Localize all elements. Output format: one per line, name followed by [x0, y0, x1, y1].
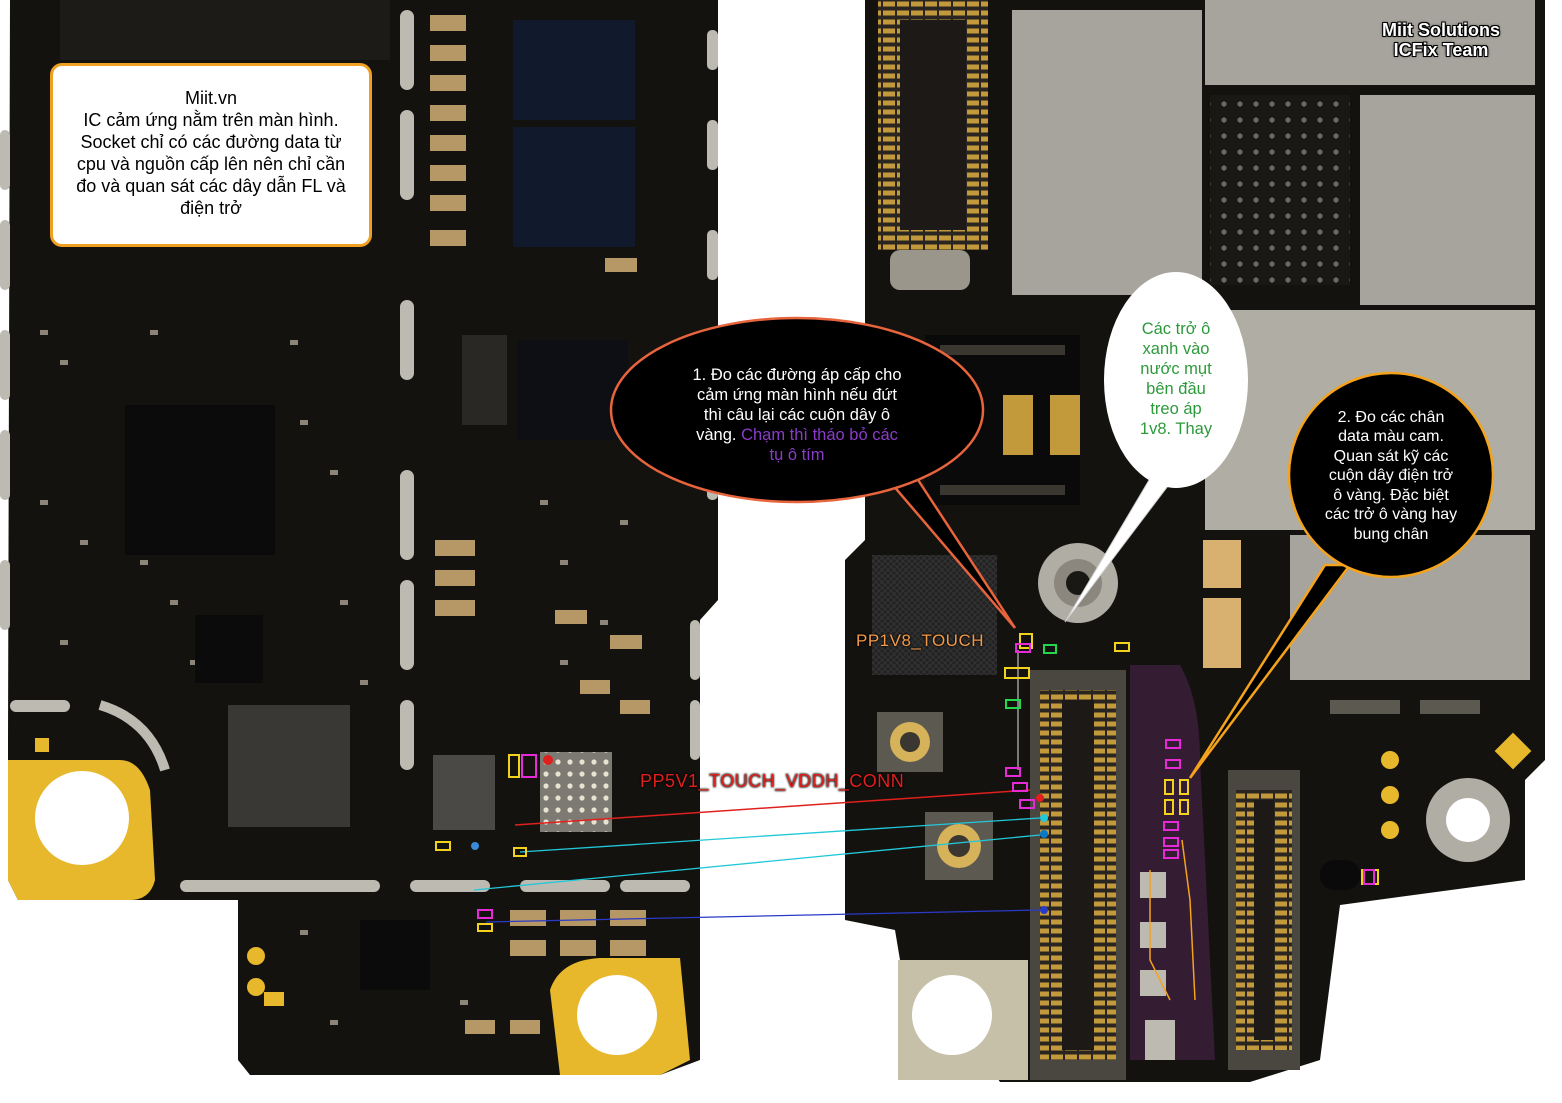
callout-voltage-purple: Chạm thì tháo bỏ các — [741, 426, 898, 445]
trace-red — [514, 789, 1031, 826]
callout-data-line: ô vàng. Đặc biệt — [1333, 486, 1449, 504]
callout-data-line: 2. Đo các chân — [1337, 408, 1445, 426]
callout-voltage-line-mixed: vàng. Chạm thì tháo bỏ các — [696, 425, 898, 445]
right-board — [845, 0, 1545, 1082]
brand-line-1: Miit Solutions — [1382, 20, 1500, 40]
callout-voltage-text: 1. Đo các đường áp cấp cho cảm ứng màn h… — [636, 360, 958, 470]
callout-green-text: Các trở ô xanh vào nước mụt bên đầu treo… — [1112, 306, 1240, 452]
callout-green-bubble — [1104, 272, 1248, 488]
green-resistor-boxes — [1005, 644, 1057, 709]
callout-voltage-line: cảm ứng màn hình nếu đứt — [696, 385, 898, 404]
left-ic-wtr — [125, 405, 275, 555]
callout-voltage-purple-line: tụ ô tím — [769, 446, 825, 465]
info-line: IC cảm ứng nằm trên màn hình. — [83, 109, 339, 130]
callout-green-line: nước mụt — [1140, 359, 1212, 378]
left-ic-bottom — [360, 920, 430, 990]
info-line: Socket chỉ có các đường data từ — [80, 131, 342, 152]
left-ic-blue-2 — [513, 127, 635, 247]
left-ic-gray — [433, 755, 495, 830]
left-gold-hole — [35, 771, 129, 865]
info-line: điện trở — [180, 197, 242, 218]
left-mid-ic — [462, 335, 507, 425]
callout-data-bubble — [1287, 371, 1495, 579]
callout-green-line: 1v8. Thay — [1139, 420, 1213, 439]
callout-data-line: data màu cam. — [1338, 428, 1444, 446]
right-shield-a — [1012, 10, 1202, 295]
trace-cyan-1 — [519, 817, 1041, 853]
callout-data-line: các trở ô vàng hay — [1324, 506, 1458, 524]
callout-voltage-line: 1. Đo các đường áp cấp cho — [692, 365, 902, 384]
trace-lines — [473, 650, 1041, 923]
label-pp1v8-touch: PP1V8_TOUCH — [856, 631, 985, 650]
right-gold-dots — [1381, 732, 1532, 839]
trace-endpoints — [471, 755, 1048, 914]
callout-data-line: cuộn dây điện trở — [1328, 467, 1454, 485]
callout-data-line: Quan sát kỹ các — [1333, 447, 1449, 465]
right-gray-pads — [1140, 872, 1175, 1060]
callout-data-line: bung chân — [1353, 525, 1429, 543]
right-shield-b — [1205, 0, 1535, 85]
left-ic-ti — [518, 340, 628, 440]
left-metal-slots — [0, 10, 718, 892]
left-gold-dots — [35, 738, 284, 1006]
magenta-capacitor-boxes — [477, 643, 1375, 919]
callout-voltage-bubble — [609, 316, 985, 504]
left-ic-small-1 — [195, 615, 263, 683]
yellow-inductor-boxes — [435, 633, 1379, 932]
orange-data-pins — [1149, 839, 1196, 1001]
label-pp5v1-touch-vddh-conn: PP5V1_TOUCH_VDDH_CONN — [640, 771, 905, 791]
info-line: Miit.vn — [184, 88, 237, 108]
callout-green-line: treo áp — [1150, 400, 1202, 419]
right-shield-c — [1360, 95, 1535, 305]
callout-green-line: xanh vào — [1142, 339, 1210, 358]
callout-green-line: Các trở ô — [1141, 319, 1211, 338]
brand-watermark: Miit Solutions ICFix Team — [1382, 20, 1500, 60]
callout-voltage-line: thì câu lại các cuộn dây ô — [703, 405, 891, 424]
info-line: đo và quan sát các dây dẫn FL và — [76, 175, 346, 196]
callout-data-text: 2. Đo các chân data màu cam. Quan sát kỹ… — [1310, 396, 1472, 556]
callout-data-pointer — [1188, 563, 1353, 779]
callout-green-line: bên đầu — [1146, 380, 1206, 398]
left-metal-arc — [98, 700, 170, 772]
right-gold-blocks — [1203, 540, 1241, 668]
info-line: cpu và nguồn cấp lên nên chỉ cần — [76, 153, 346, 174]
info-note-box: Miit.vn IC cảm ứng nằm trên màn hình. So… — [50, 63, 372, 247]
trace-navy — [485, 909, 1041, 923]
right-bga-grid — [1210, 95, 1350, 285]
brand-line-2: ICFix Team — [1393, 40, 1489, 61]
left-gold-hole-bottom — [577, 975, 657, 1055]
left-capacitor-column — [430, 15, 650, 1034]
left-ic-blue-1 — [513, 20, 635, 120]
trace-cyan-2 — [473, 834, 1041, 891]
left-shield-strip-top — [60, 0, 390, 60]
left-ic-pa — [228, 705, 350, 827]
callout-voltage-white: vàng. — [696, 426, 737, 445]
